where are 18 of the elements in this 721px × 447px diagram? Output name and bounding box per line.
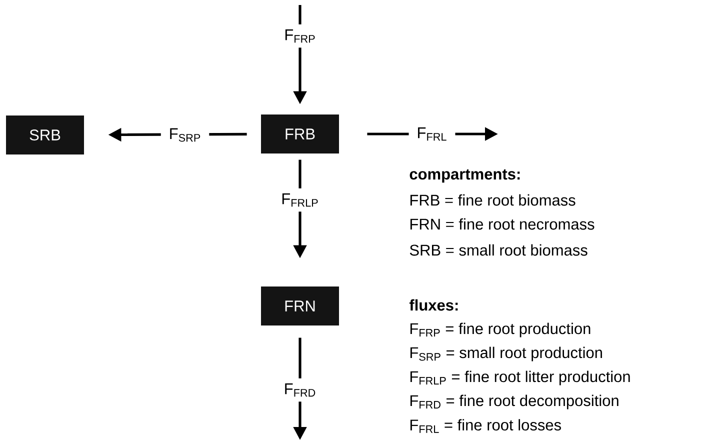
compartment-box: FRB [261,114,339,154]
legend-entry: F$_{SRP}$ = small root production [410,346,602,362]
legend-entry: F$_{FRP}$ = fine root production [410,322,590,338]
legend-entry: F$_{FRD}$ = fine root decomposition [410,394,618,410]
legend-heading: compartments: [410,169,520,183]
legend-entry: F$_{FRLP}$ = fine root litter production [410,370,630,386]
edge-label: F$_{FRP}$ [276,24,324,48]
edge-label: F$_{FRL}$ [408,122,456,146]
edge-label: F$_{FRLP}$ [273,188,327,212]
compartment-box: SRB [6,116,84,154]
legend-entry: F$_{FRL}$ = fine root losses [410,419,561,433]
legend-entry: FRN = fine root necromass [410,218,594,230]
compartment-box: FRN [261,286,339,326]
edge-label: F$_{SRP}$ [160,123,210,147]
edge-label: F$_{FRD}$ [276,378,324,402]
legend-entry: SRB = small root biomass [410,244,588,256]
legend-entry: FRB = fine root biomass [410,194,576,206]
legend-heading: fluxes: [409,299,458,311]
